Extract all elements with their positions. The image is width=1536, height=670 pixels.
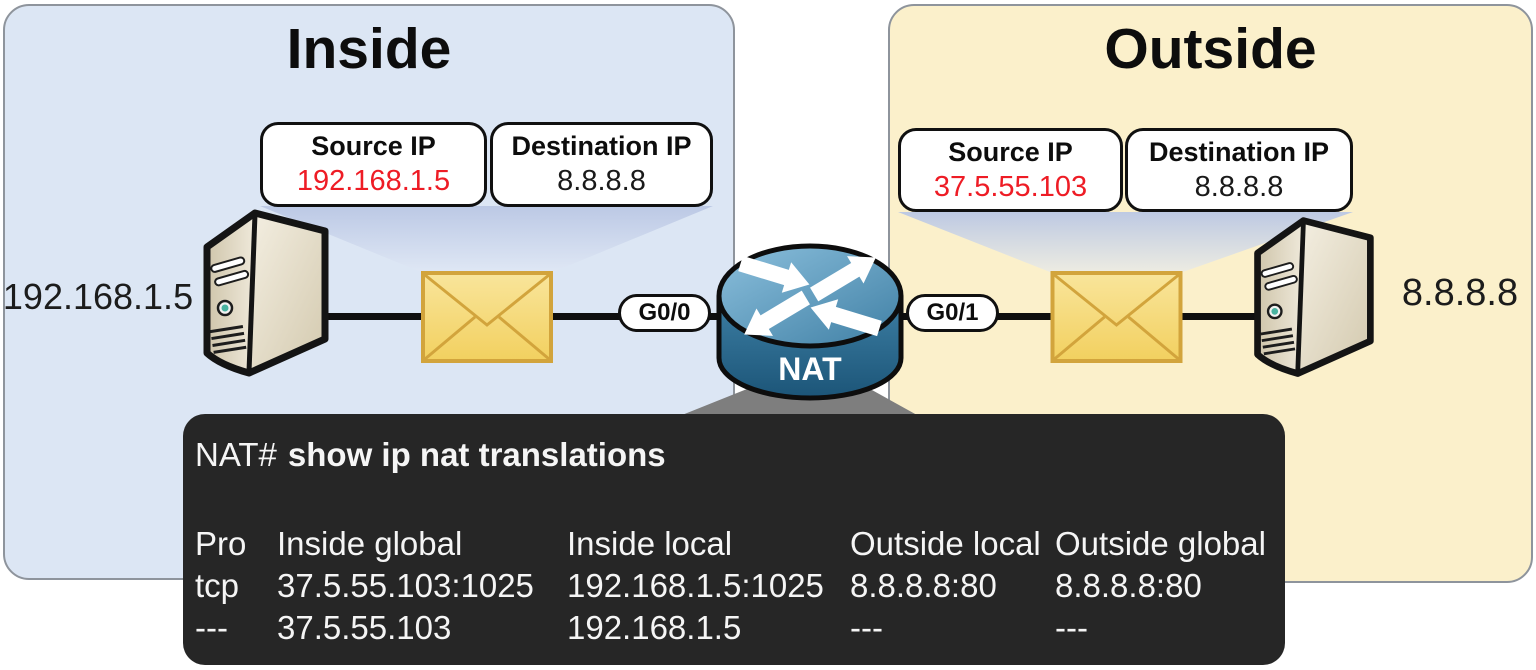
table-cell-inside-local: 192.168.1.5	[567, 609, 742, 646]
column-header-inside-local: Inside local	[567, 525, 733, 562]
envelope-icon	[421, 271, 553, 363]
envelope-icon	[1050, 271, 1183, 363]
server-icon	[1254, 217, 1374, 377]
interface-g0-1-label: G0/1	[906, 294, 999, 332]
column-header-inside-global: Inside global	[277, 525, 463, 562]
column-header-pro: Pro	[195, 525, 247, 562]
table-cell-inside-local: 192.168.1.5:1025	[567, 567, 824, 604]
outside-source-ip-box: Source IP 37.5.55.103	[898, 128, 1123, 212]
destination-ip-label: Destination IP	[1148, 136, 1330, 167]
column-header-outside-local: Outside local	[850, 525, 1041, 562]
destination-ip-value: 8.8.8.8	[1194, 170, 1284, 203]
cli-prompt: NAT#	[195, 436, 277, 473]
table-cell-protocol: tcp	[195, 567, 240, 604]
outside-host-ip: 8.8.8.8	[1401, 272, 1519, 314]
inside-source-ip-box: Source IP 192.168.1.5	[260, 122, 487, 207]
destination-ip-label: Destination IP	[511, 131, 692, 161]
cli-terminal: NAT# show ip nat translations Pro Inside …	[183, 414, 1285, 665]
column-header-outside-global: Outside global	[1055, 525, 1266, 562]
destination-ip-value: 8.8.8.8	[557, 165, 646, 197]
source-ip-label: Source IP	[948, 136, 1073, 167]
table-cell-outside-global: ---	[1055, 609, 1088, 646]
nat-router-icon: NAT	[716, 243, 904, 401]
table-cell-inside-global: 37.5.55.103	[277, 609, 452, 646]
cli-command: show ip nat translations	[287, 436, 666, 473]
outside-destination-ip-box: Destination IP 8.8.8.8	[1125, 128, 1353, 212]
inside-destination-ip-box: Destination IP 8.8.8.8	[490, 122, 713, 207]
inside-zone-title: Inside	[286, 17, 452, 81]
interface-g0-0-label: G0/0	[618, 294, 711, 332]
router-name-label: NAT	[778, 351, 842, 387]
routing-arrows-icon	[738, 255, 882, 337]
source-ip-label: Source IP	[311, 131, 436, 161]
table-cell-protocol: ---	[195, 609, 228, 646]
server-icon	[203, 209, 329, 377]
nat-translations-table: Pro Inside global Inside local Outside l…	[195, 523, 1275, 649]
source-ip-value: 192.168.1.5	[296, 165, 451, 197]
table-cell-outside-local: ---	[850, 609, 883, 646]
table-cell-outside-global: 8.8.8.8:80	[1055, 567, 1202, 604]
outside-zone-title: Outside	[1104, 17, 1317, 81]
source-ip-value: 37.5.55.103	[933, 170, 1088, 203]
table-cell-outside-local: 8.8.8.8:80	[850, 567, 997, 604]
inside-host-ip: 192.168.1.5	[2, 276, 194, 317]
cli-command-line: NAT# show ip nat translations	[195, 435, 1275, 475]
table-cell-inside-global: 37.5.55.103:1025	[277, 567, 534, 604]
